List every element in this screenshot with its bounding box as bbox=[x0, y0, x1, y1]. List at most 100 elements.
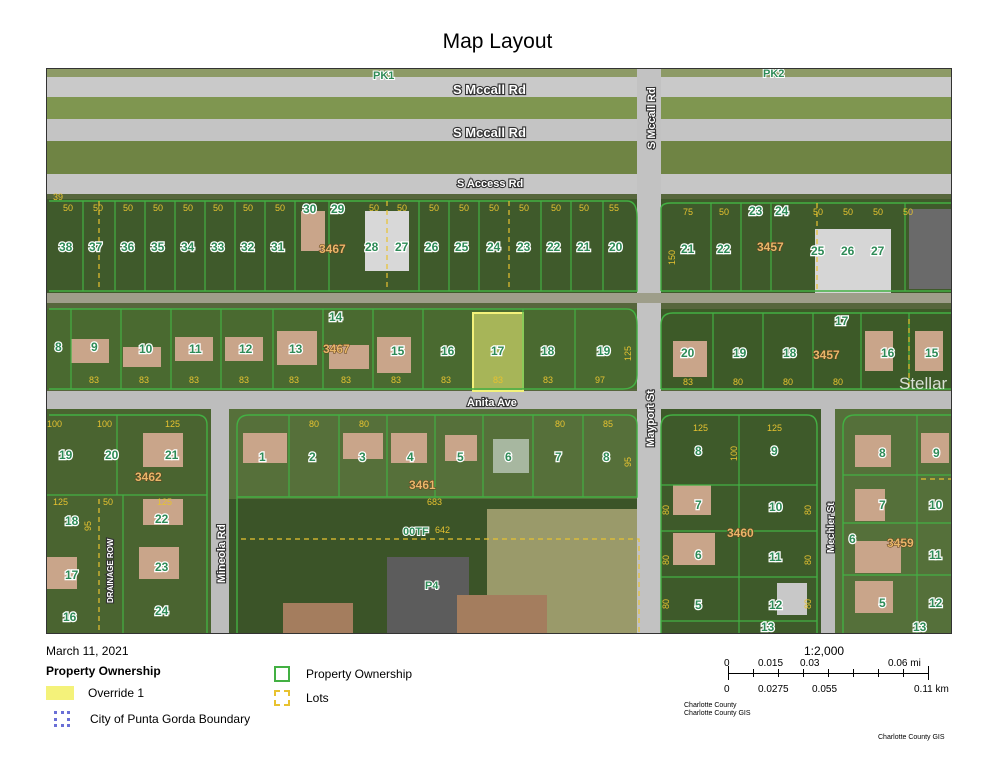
lot-dimension: 80 bbox=[833, 377, 843, 387]
block-number: 3460 bbox=[727, 526, 754, 540]
lot-number: 8 bbox=[603, 450, 610, 464]
lot-dimension: 125 bbox=[53, 497, 68, 507]
parcel-block-3457-north bbox=[660, 202, 951, 291]
lot-number: 6 bbox=[695, 548, 702, 562]
parcel-block-3461 bbox=[236, 414, 638, 633]
lot-dimension: 50 bbox=[63, 203, 73, 213]
map-frame[interactable]: PK1 PK2 S Mccall Rd S Mccall Rd S Access… bbox=[46, 68, 952, 634]
park-label-pk1: PK1 bbox=[373, 70, 394, 82]
house bbox=[143, 499, 183, 525]
lot-number: 13 bbox=[289, 342, 303, 356]
house bbox=[225, 337, 263, 361]
lot-number: 14 bbox=[329, 310, 343, 324]
lot-dimension: 85 bbox=[603, 419, 613, 429]
lot-lines bbox=[47, 201, 951, 633]
lot-dimension: 97 bbox=[595, 375, 605, 385]
lot-dimension: 83 bbox=[89, 375, 99, 385]
lot-dimension: 125 bbox=[767, 423, 782, 433]
selected-parcel-highlight[interactable] bbox=[472, 312, 524, 392]
lot-dimension: 50 bbox=[93, 203, 103, 213]
lot-number: 8 bbox=[695, 444, 702, 458]
road-label-s-mccall-rd: S Mccall Rd bbox=[453, 82, 526, 97]
road-surface bbox=[821, 409, 835, 633]
lot-dimension: 75 bbox=[683, 207, 693, 217]
credit-line: Charlotte County bbox=[684, 702, 737, 709]
scale-tick bbox=[803, 669, 804, 677]
road-surface bbox=[47, 293, 951, 303]
parcel-block-3457-south bbox=[660, 312, 951, 390]
stellar-mls-watermark: Stellar MLS bbox=[899, 374, 951, 393]
lot-number: 5 bbox=[879, 596, 886, 610]
scale-km-tick: 0.11 km bbox=[914, 684, 949, 695]
map-canvas[interactable]: PK1 PK2 S Mccall Rd S Mccall Rd S Access… bbox=[47, 69, 951, 633]
override-swatch bbox=[46, 686, 74, 700]
lot-number: 8 bbox=[879, 446, 886, 460]
lots-swatch bbox=[274, 690, 290, 706]
lot-number: 11 bbox=[769, 550, 782, 564]
lot-number: 34 bbox=[181, 240, 195, 254]
parcel-block-3467-south bbox=[49, 308, 638, 390]
road-label-anita-ave: Anita Ave bbox=[467, 397, 517, 409]
legend-label: City of Punta Gorda Boundary bbox=[90, 712, 251, 726]
lot-dimension: 83 bbox=[441, 375, 451, 385]
lot-dimension: 50 bbox=[153, 203, 163, 213]
lot-number: 6 bbox=[505, 450, 512, 464]
lot-number: 38 bbox=[59, 240, 73, 254]
lot-dimension: 50 bbox=[243, 203, 253, 213]
road-label-mineola-rd: Mineola Rd bbox=[216, 524, 228, 583]
house bbox=[391, 433, 427, 463]
credit-line: Charlotte County GIS bbox=[684, 710, 751, 717]
house bbox=[777, 583, 807, 615]
legend-item-override: Override 1 bbox=[46, 686, 144, 700]
lot-dimension: 125 bbox=[165, 419, 180, 429]
lot-number: 28 bbox=[365, 240, 379, 254]
lot-number: 15 bbox=[925, 346, 939, 360]
house bbox=[301, 211, 325, 251]
scale-tick bbox=[928, 666, 929, 680]
road-surface bbox=[47, 119, 951, 141]
lot-dimension: 100 bbox=[47, 419, 62, 429]
scale-mi-tick: 0.06 mi bbox=[888, 658, 921, 669]
road-label-s-mccall-vertical: S Mccall Rd bbox=[646, 87, 658, 149]
lot-number: 6 bbox=[849, 532, 856, 546]
scale-tick bbox=[753, 669, 754, 677]
road-surface bbox=[211, 409, 229, 633]
lot-number: 18 bbox=[783, 346, 797, 360]
lot-number: 21 bbox=[681, 242, 695, 256]
lot-dimension: 80 bbox=[661, 599, 671, 609]
house bbox=[921, 433, 949, 463]
lot-number: 2 bbox=[309, 450, 316, 464]
block-vegetation bbox=[661, 199, 951, 299]
lot-number: 23 bbox=[155, 560, 169, 574]
lot-dimension: 125 bbox=[623, 346, 633, 361]
scale-tick bbox=[853, 669, 854, 677]
lot-number: 19 bbox=[733, 346, 747, 360]
lot-number: 9 bbox=[91, 340, 98, 354]
lot-dimension: 83 bbox=[139, 375, 149, 385]
block-vegetation bbox=[661, 309, 951, 389]
lot-number: 8 bbox=[55, 340, 62, 354]
lot-number: 7 bbox=[555, 450, 562, 464]
lot-number: 36 bbox=[121, 240, 135, 254]
house bbox=[855, 541, 901, 573]
lot-dimension: 80 bbox=[661, 555, 671, 565]
lot-number: 4 bbox=[407, 450, 414, 464]
lot-number: 21 bbox=[165, 448, 179, 462]
lot-number: 13 bbox=[761, 620, 775, 633]
block-number: 3457 bbox=[813, 348, 840, 362]
house bbox=[277, 331, 317, 365]
house bbox=[377, 337, 411, 373]
lot-number: 17 bbox=[65, 568, 79, 582]
lot-dimension: 80 bbox=[359, 419, 369, 429]
selected-lot-number[interactable]: 17 bbox=[490, 343, 506, 360]
lot-dimension: 50 bbox=[103, 497, 113, 507]
lot-number: 16 bbox=[441, 344, 455, 358]
lot-number: 26 bbox=[841, 244, 855, 258]
credit-line: Charlotte County GIS bbox=[878, 734, 945, 741]
scale-km-tick: 0 bbox=[724, 684, 730, 695]
lot-number: 25 bbox=[811, 244, 825, 258]
lots-dashed bbox=[98, 201, 951, 633]
legend-label: Lots bbox=[306, 691, 329, 705]
lot-dimension: 50 bbox=[275, 203, 285, 213]
lot-number: 7 bbox=[879, 498, 886, 512]
